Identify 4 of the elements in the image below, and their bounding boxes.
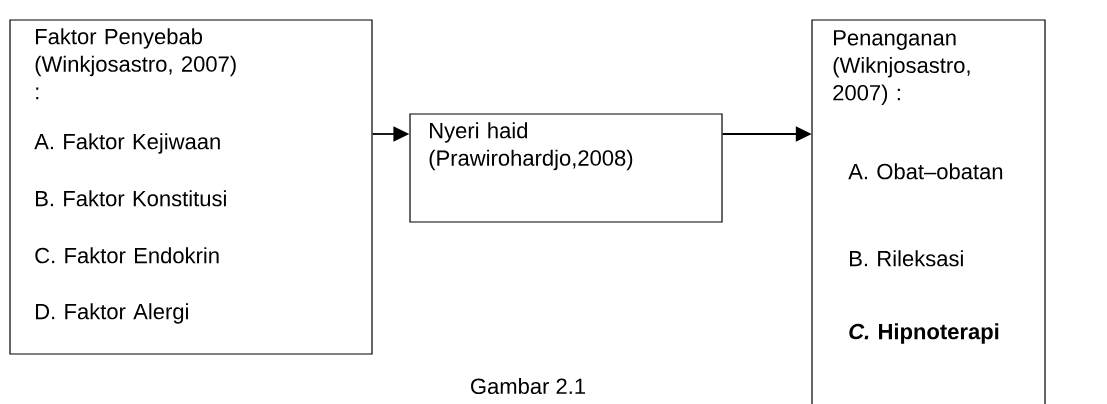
text-box: Penanganan (Wiknjosastro, 2007) : A. Obat–obatan B. Rileksasi C. Hipnoterapi <box>811 19 1046 404</box>
text-box: Faktor Penyebab (Winkjosastro, 2007) : A. Faktor Kejiwaan B. Faktor Konstitusi C. Faktor Endokrin D. Faktor Alergi <box>9 19 373 355</box>
text-box: Nyeri haid (Prawirohardjo,2008) <box>409 113 723 223</box>
caption: Gambar 2.1 <box>471 377 585 395</box>
